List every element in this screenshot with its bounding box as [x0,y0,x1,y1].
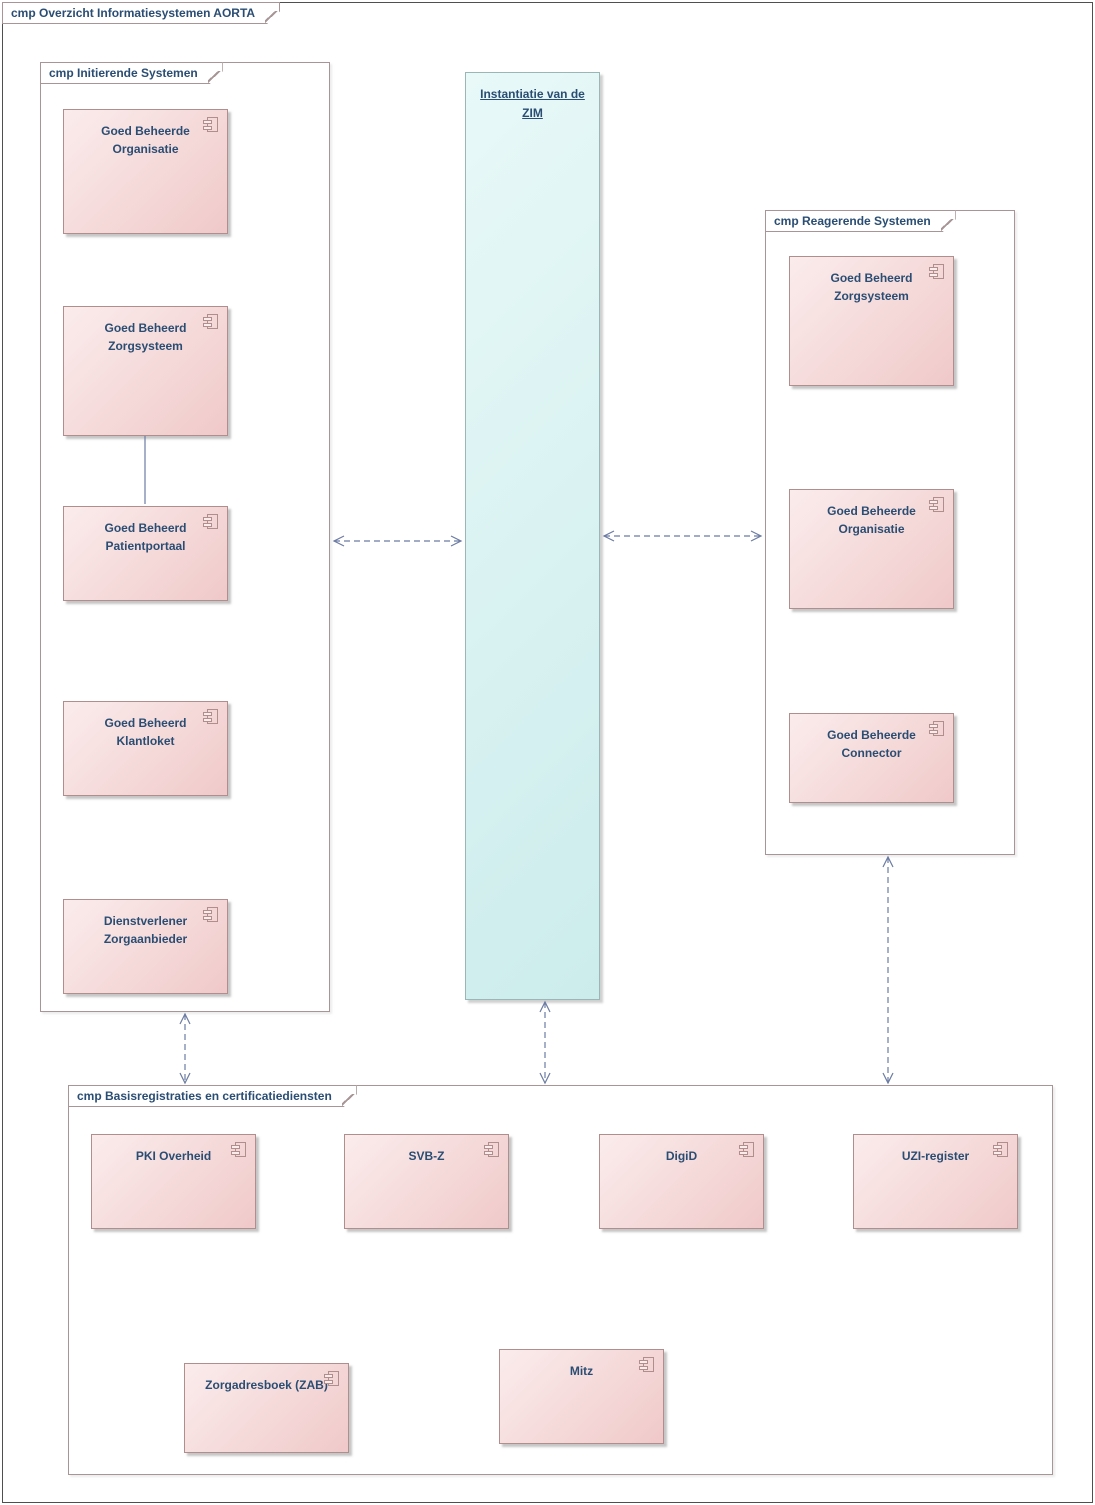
uml-component-icon [484,1142,500,1158]
frame-basisregistraties: cmp Basisregistraties en certificatiedie… [68,1085,1053,1475]
frame-reagerende-systemen: cmp Reagerende Systemen Goed Beheerd Zor… [765,210,1015,855]
component-dienstverlener-zorgaanbieder[interactable]: Dienstverlener Zorgaanbieder [63,899,228,994]
frame-basisregistraties-tab: cmp Basisregistraties en certificatiedie… [68,1085,357,1107]
frame-label: cmp Basisregistraties en certificatiedie… [77,1089,332,1103]
zim-title: Instantiatie van de ZIM [480,87,585,120]
diagram-title: cmp Overzicht Informatiesystemen AORTA [11,6,256,20]
component-svb-z[interactable]: SVB-Z [344,1134,509,1229]
component-label: Goed Beheerd Zorgsysteem [830,271,913,303]
component-label: SVB-Z [408,1149,445,1163]
uml-component-icon [929,264,945,280]
frame-label: cmp Reagerende Systemen [774,214,931,228]
component-label: UZI-register [901,1149,970,1163]
component-label: Goed Beheerd Klantloket [104,716,187,748]
component-label: Dienstverlener Zorgaanbieder [103,914,188,946]
uml-component-icon [231,1142,247,1158]
frame-initierende-tab: cmp Initierende Systemen [40,62,223,84]
component-label: Zorgadresboek (ZAB) [205,1378,328,1392]
component-label: Mitz [569,1364,594,1378]
uml-component-icon [739,1142,755,1158]
outer-frame-tab: cmp Overzicht Informatiesystemen AORTA [2,2,280,24]
component-goed-beheerd-zorgsysteem[interactable]: Goed Beheerd Zorgsysteem [63,306,228,436]
component-digid[interactable]: DigiD [599,1134,764,1229]
uml-component-icon [993,1142,1009,1158]
frame-initierende-systemen: cmp Initierende Systemen Goed Beheerde O… [40,62,330,1012]
uml-component-icon [203,907,219,923]
uml-component-icon [929,721,945,737]
uml-component-icon [929,497,945,513]
frame-label: cmp Initierende Systemen [49,66,198,80]
component-goed-beheerde-organisatie[interactable]: Goed Beheerde Organisatie [63,109,228,234]
component-label: Goed Beheerd Patientportaal [104,521,187,553]
component-goed-beheerde-connector[interactable]: Goed Beheerde Connector [789,713,954,803]
frame-reagerende-tab: cmp Reagerende Systemen [765,210,956,232]
uml-component-icon [203,117,219,133]
uml-component-icon [203,514,219,530]
component-label: Goed Beheerd Zorgsysteem [104,321,187,353]
component-mitz[interactable]: Mitz [499,1349,664,1444]
zim-instance[interactable]: Instantiatie van de ZIM [465,72,600,1000]
component-goed-beheerd-patientportaal[interactable]: Goed Beheerd Patientportaal [63,506,228,601]
uml-component-icon [203,314,219,330]
component-label: Goed Beheerde Connector [827,728,916,760]
component-label: Goed Beheerde Organisatie [827,504,916,536]
component-uzi-register[interactable]: UZI-register [853,1134,1018,1229]
component-label: Goed Beheerde Organisatie [101,124,190,156]
component-zorgadresboek-zab[interactable]: Zorgadresboek (ZAB) [184,1363,349,1453]
uml-component-icon [324,1371,340,1387]
component-goed-beheerd-zorgsysteem-reagerend[interactable]: Goed Beheerd Zorgsysteem [789,256,954,386]
component-label: DigiD [665,1149,698,1163]
component-goed-beheerde-organisatie-reagerend[interactable]: Goed Beheerde Organisatie [789,489,954,609]
uml-component-icon [203,709,219,725]
component-goed-beheerd-klantloket[interactable]: Goed Beheerd Klantloket [63,701,228,796]
component-pki-overheid[interactable]: PKI Overheid [91,1134,256,1229]
component-label: PKI Overheid [135,1149,212,1163]
uml-component-icon [639,1357,655,1373]
